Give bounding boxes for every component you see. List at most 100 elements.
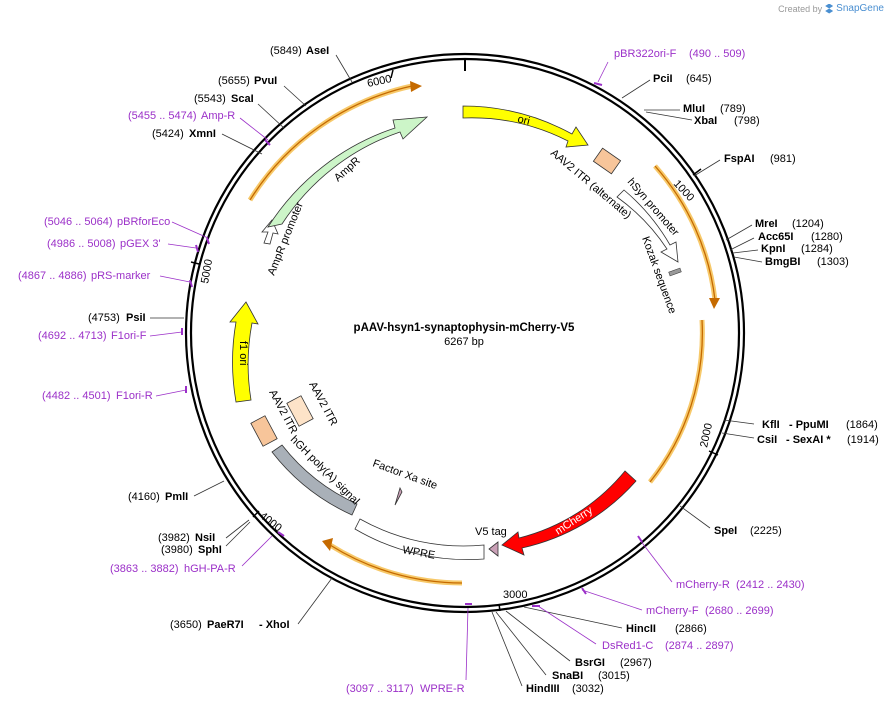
site-spei-name: SpeI: [714, 525, 737, 537]
site-csii-name: CsiI: [757, 434, 777, 446]
tick-6000: [390, 69, 394, 79]
orf-arc-mcherry-region-line: [649, 319, 704, 483]
orf-arcs: [247, 81, 720, 586]
orf-arc-bottom-line: [329, 544, 463, 584]
site-nsii-pos: (3982): [158, 532, 190, 544]
watermark-brand: SnapGene: [836, 3, 884, 14]
tick-1000: [692, 168, 702, 176]
site-xhoi-pos: (3650): [170, 619, 202, 631]
site-pmli-pos: (4160): [128, 491, 160, 503]
leader-xmni: [221, 133, 263, 155]
site-hgh-pa-r-name: hGH-PA-R: [184, 563, 236, 575]
leader-pmli: [193, 480, 225, 497]
primer-mark-hgh-pa-r: [277, 531, 285, 537]
feature-hsyn: [616, 189, 679, 263]
site-mcherry-r-name: mCherry-R: [676, 579, 730, 591]
site-pgex3-name: pGEX 3': [120, 238, 161, 250]
site-kfli-name2: - PpuMI: [789, 419, 829, 431]
primer-mark-pbrforeco: [206, 237, 210, 245]
tick-5000: [190, 261, 200, 265]
site-mrei-pos: (1204): [792, 218, 824, 230]
feature-ampr: [267, 116, 429, 228]
orf-arc-top-line: [249, 85, 413, 201]
feature-factor-xa: [394, 486, 403, 506]
site-acc65i-pos: (1280): [811, 231, 843, 243]
site-prs-marker-pos: (4867 .. 4886): [18, 270, 87, 282]
feature-f1ori: [229, 301, 259, 403]
feature-ori: [462, 105, 589, 148]
primer-mark-mcherry-r: [637, 535, 643, 543]
orf-arc-right-line: [654, 165, 716, 301]
site-xbai-name: XbaI: [694, 115, 717, 127]
site-bsrgi-name: BsrGI: [575, 657, 605, 669]
leader-xbai: [645, 111, 693, 121]
leader-f1ori-r: [155, 389, 187, 397]
site-pvui-name: PvuI: [254, 75, 277, 87]
tick-label-4000: 4000: [257, 510, 284, 535]
leader-nsii: [225, 519, 250, 539]
leader-snabi: [495, 611, 547, 676]
feature-mcherry: [501, 470, 637, 556]
site-sphi-name: SphI: [198, 544, 222, 556]
site-xhoi-name: PaeR7I: [207, 619, 244, 631]
tick-3000: [498, 603, 501, 612]
site-pbrforeco-pos: (5046 .. 5064): [44, 216, 113, 228]
site-f1ori-f-name: F1ori-F: [111, 330, 147, 342]
site-pbrforeco-name: pBRforEco: [117, 216, 170, 228]
site-hincii-name: HincII: [626, 623, 656, 635]
primer-mark-amp-r: [264, 139, 271, 146]
site-nsii-name: NsiI: [195, 532, 215, 544]
feature-wpre: [354, 518, 485, 560]
site-pbr322ori-f-pos: (490 .. 509): [689, 48, 745, 60]
site-psii-name: PsiI: [126, 312, 146, 324]
site-amp-r-name: Amp-R: [201, 110, 235, 122]
snapgene-watermark: Created by SnapGene: [778, 3, 884, 14]
site-snabi-pos: (3015): [598, 670, 630, 682]
primer-mark-mcherry-f: [581, 587, 587, 595]
leader-mrei: [725, 224, 753, 241]
leader-bsrgi: [505, 610, 571, 662]
feature-label-ori: ori: [516, 113, 531, 128]
feature-label-f1ori: f1 ori: [237, 341, 249, 365]
leader-xhoi: [297, 577, 333, 625]
site-kfli-name: KflI: [762, 419, 780, 431]
site-kpni-name: KpnI: [761, 243, 785, 255]
leader-hincii: [523, 606, 623, 629]
leader-amp-r: [239, 117, 269, 141]
site-asei-pos: (5849): [270, 45, 302, 57]
leader-spei: [679, 505, 711, 529]
site-mcherry-r-pos: (2412 .. 2430): [736, 579, 805, 591]
leader-pgex3: [167, 243, 197, 249]
tick-4000: [252, 510, 260, 518]
site-scai-pos: (5543): [194, 93, 226, 105]
site-kpni-pos: (1284): [801, 243, 833, 255]
site-pbr322ori-f-name: pBR322ori-F: [614, 48, 677, 60]
leader-pcii: [621, 79, 651, 99]
site-xmni-name: XmnI: [189, 128, 216, 140]
site-bsrgi-pos: (2967): [620, 657, 652, 669]
site-pmli-name: PmlI: [165, 491, 188, 503]
site-mlui-name: MluI: [683, 103, 705, 115]
site-f1ori-r-pos: (4482 .. 4501): [42, 390, 111, 402]
site-acc65i-name: Acc65I: [758, 231, 793, 243]
leader-f1ori-f: [149, 331, 183, 337]
feature-label-aav2-itr-2: AAV2 ITR: [306, 380, 339, 428]
site-dsred1-c-name: DsRed1-C: [602, 640, 653, 652]
site-xhoi-name2: - XhoI: [259, 619, 290, 631]
leader-kfli: [723, 419, 755, 425]
orf-arc-top: [247, 83, 413, 202]
leader-wpre-r: [465, 607, 469, 681]
primer-marks: [181, 82, 643, 607]
primer-mark-pgex3: [195, 244, 199, 253]
orf-arc-right-head: [709, 298, 720, 309]
feature-label-wpre: WPRE: [401, 544, 436, 562]
tick-label-5000: 5000: [199, 258, 215, 284]
site-xbai-pos: (798): [734, 115, 760, 127]
feature-aav2-itr-1: [250, 415, 278, 447]
plasmid-name: pAAV-hsyn1-synaptophysin-mCherry-V5: [354, 322, 575, 334]
leader-mcherry-f: [581, 589, 643, 611]
site-bmgbi-name: BmgBI: [765, 256, 800, 268]
site-prs-marker-name: pRS-marker: [91, 270, 151, 282]
site-wpre-r-name: WPRE-R: [420, 683, 465, 695]
